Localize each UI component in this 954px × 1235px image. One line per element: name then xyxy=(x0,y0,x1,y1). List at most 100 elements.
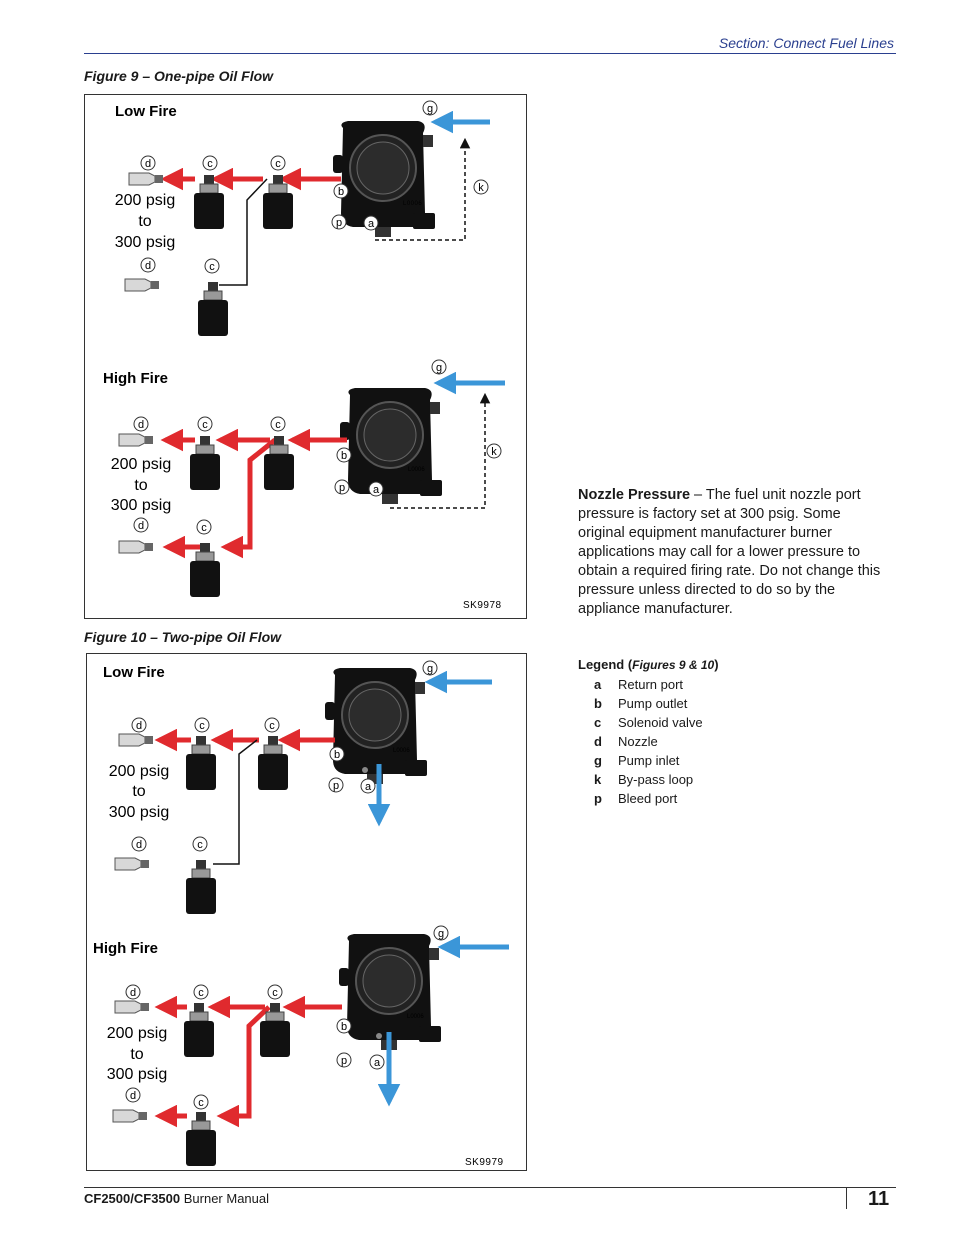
svg-text:d: d xyxy=(130,1090,136,1102)
svg-text:p: p xyxy=(333,780,339,792)
svg-text:g: g xyxy=(427,103,433,115)
svg-text:g: g xyxy=(427,663,433,675)
svg-text:c: c xyxy=(198,987,204,999)
fig9-low-nozzle-1 xyxy=(128,172,164,186)
svg-text:d: d xyxy=(138,419,144,431)
page-number: 11 xyxy=(868,1188,890,1210)
fig10-low-secondary-line xyxy=(213,739,258,865)
fig9-low-nozzle-2 xyxy=(124,278,160,292)
fig9-low-valve-2 xyxy=(193,174,225,230)
svg-text:d: d xyxy=(130,987,136,999)
svg-text:c: c xyxy=(209,261,215,273)
svg-text:b: b xyxy=(341,1021,347,1033)
svg-text:d: d xyxy=(136,839,142,851)
figure10-diagram: Low Fire L0006 g d c c b p a d c 200 psi… xyxy=(86,653,527,1171)
fig10-low-valve-1 xyxy=(257,735,289,791)
svg-text:a: a xyxy=(368,218,375,230)
legend-title: Legend (Figures 9 & 10) xyxy=(578,657,719,672)
fig9-high-pressure-1: 200 psig xyxy=(111,456,172,473)
svg-text:d: d xyxy=(136,720,142,732)
fig9-low-valve-1 xyxy=(262,174,294,230)
figure9-caption: Figure 9 – One-pipe Oil Flow xyxy=(84,68,274,84)
header-rule xyxy=(84,53,896,54)
fig10-sketch-id: SK9979 xyxy=(465,1157,504,1168)
svg-text:d: d xyxy=(145,260,151,272)
svg-text:b: b xyxy=(341,450,347,462)
fig9-high-callouts: g d c c b k p a d c xyxy=(133,359,502,535)
fig9-high-valve-3 xyxy=(189,542,221,598)
fig10-low-valve-2 xyxy=(185,735,217,791)
fig10-low-pump-code: L0006 xyxy=(393,748,410,754)
svg-text:d: d xyxy=(138,520,144,532)
svg-text:g: g xyxy=(438,928,444,940)
svg-text:c: c xyxy=(269,720,275,732)
fig9-high-fire-label: High Fire xyxy=(103,370,168,387)
fig10-low-fire-label: Low Fire xyxy=(103,664,165,681)
svg-text:b: b xyxy=(338,186,344,198)
fig9-high-oil-branch xyxy=(220,438,277,559)
fig9-low-secondary-line xyxy=(219,178,268,286)
fig10-high-fire-label: High Fire xyxy=(93,940,158,957)
fig10-high-valve-3 xyxy=(185,1111,217,1167)
fig10-low-valve-3 xyxy=(185,859,217,915)
fig9-high-nozzle-1 xyxy=(118,433,154,447)
svg-text:c: c xyxy=(275,158,281,170)
svg-text:a: a xyxy=(365,781,372,793)
svg-text:g: g xyxy=(436,362,442,374)
footer-divider xyxy=(846,1187,847,1209)
fig10-low-pressure-1: 200 psig xyxy=(109,763,170,780)
fig10-high-pressure-2: to xyxy=(130,1046,143,1063)
fig10-high-pump-code: L0006 xyxy=(407,1014,424,1020)
figure10-caption: Figure 10 – Two-pipe Oil Flow xyxy=(84,629,282,645)
nozzle-pressure-body: – The fuel unit nozzle port pressure is … xyxy=(578,487,881,617)
svg-text:c: c xyxy=(272,987,278,999)
fig10-high-nozzle-2 xyxy=(112,1109,148,1123)
fig9-low-pump-code: L0006 xyxy=(403,201,422,207)
fig9-low-pump xyxy=(332,120,436,238)
fig9-high-pressure-2: to xyxy=(134,477,147,494)
svg-text:p: p xyxy=(336,217,342,229)
fig10-low-callouts: g d c c b p a d c xyxy=(131,660,438,852)
svg-text:a: a xyxy=(374,1057,381,1069)
svg-text:c: c xyxy=(199,720,205,732)
fig9-high-pump-code: L0006 xyxy=(408,467,425,473)
fig10-low-pressure-3: 300 psig xyxy=(109,804,170,821)
fig9-low-pressure-2: to xyxy=(138,213,151,230)
figure9-diagram: Low Fire L0006 g d c c b k p a d c 200 p… xyxy=(84,94,527,619)
fig10-high-nozzle-1 xyxy=(114,1000,150,1014)
fig9-low-pressure-1: 200 psig xyxy=(115,192,176,209)
fig9-sketch-id: SK9978 xyxy=(463,600,502,611)
fig10-high-valve-2 xyxy=(183,1002,215,1058)
fig10-low-pump xyxy=(324,667,428,785)
svg-text:c: c xyxy=(202,419,208,431)
section-title: Section: Connect Fuel Lines xyxy=(718,35,894,51)
svg-text:k: k xyxy=(491,446,497,458)
fig10-high-callouts: g d c c b p a d c xyxy=(125,925,449,1110)
svg-text:d: d xyxy=(145,158,151,170)
svg-text:p: p xyxy=(341,1055,347,1067)
svg-text:b: b xyxy=(334,749,340,761)
fig10-high-pressure-3: 300 psig xyxy=(107,1066,168,1083)
svg-text:p: p xyxy=(339,482,345,494)
fig9-high-pressure-3: 300 psig xyxy=(111,497,172,514)
footer-title: CF2500/CF3500 Burner Manual xyxy=(84,1191,270,1206)
svg-text:c: c xyxy=(197,839,203,851)
fig9-high-nozzle-2 xyxy=(118,540,154,554)
fig9-low-callouts: g d c c b k p a d c xyxy=(140,100,489,274)
fig9-high-bypass-loop xyxy=(390,392,491,509)
nozzle-pressure-heading: Nozzle Pressure xyxy=(578,487,691,503)
fig9-low-pressure-3: 300 psig xyxy=(115,234,176,251)
footer-rule xyxy=(84,1187,896,1188)
fig10-low-nozzle-2 xyxy=(114,857,150,871)
fig10-low-pressure-2: to xyxy=(132,783,145,800)
svg-text:c: c xyxy=(201,522,207,534)
nozzle-pressure-paragraph: Nozzle Pressure – The fuel unit nozzle p… xyxy=(578,486,890,619)
